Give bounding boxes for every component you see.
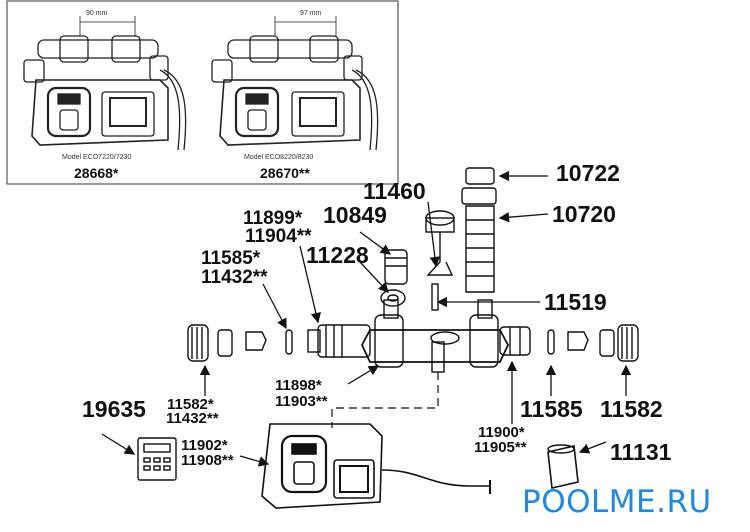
part-label-11460: 11460: [363, 178, 426, 204]
electrode-right: [499, 326, 531, 356]
remote-display: [137, 437, 177, 481]
cell-body: [360, 299, 510, 373]
inset-unit-left: [23, 16, 187, 151]
leader-lines: [101, 170, 632, 467]
part-label-11905: 11905**: [474, 439, 527, 456]
inset-unit-right: [211, 16, 379, 151]
part-label-11432-b: 11432**: [166, 410, 219, 427]
flex-hose: [461, 167, 497, 293]
part-label-11582-b: 11582: [600, 396, 663, 422]
part-label-11902: 11902*: [181, 437, 228, 454]
part-label-10722: 10722: [556, 160, 620, 186]
control-unit: [261, 423, 491, 509]
part-label-11904: 11904**: [245, 226, 312, 247]
part-label-11228: 11228: [306, 242, 369, 268]
electrode-left: [307, 324, 371, 358]
model-inset: 90 mm Model ECO7220/7230 28668* 97 mm Mo…: [6, 0, 399, 185]
part-label-11903: 11903**: [275, 393, 328, 410]
part-label-11908: 11908**: [181, 452, 234, 469]
flow-switch: [380, 210, 455, 311]
cable-route: [331, 372, 439, 428]
watermark-poolme[interactable]: POOLME.RU: [522, 484, 712, 520]
inset-model-left: Model ECO7220/7230: [62, 154, 131, 161]
part-label-11131: 11131: [610, 439, 672, 465]
part-label-11582-a: 11582*: [167, 396, 214, 413]
inset-dim-right: 97 mm: [300, 10, 322, 17]
part-label-11585-b: 11585: [520, 396, 583, 422]
part-label-10849: 10849: [323, 202, 387, 228]
exploded-parts: [137, 167, 639, 509]
union-left: [187, 324, 293, 362]
inset-code-right: 28670**: [260, 165, 310, 181]
part-label-11898: 11898*: [275, 377, 322, 394]
inset-code-left: 28668*: [74, 165, 119, 181]
inset-model-right: Model ECO8220/8230: [244, 154, 313, 161]
part-label-11585-a: 11585*: [201, 248, 261, 269]
part-label-11432-a: 11432**: [201, 267, 268, 288]
part-label-10720: 10720: [552, 201, 616, 227]
inset-dim-left: 90 mm: [86, 10, 108, 17]
union-right: [547, 324, 639, 362]
part-label-11519: 11519: [544, 289, 607, 315]
part-label-19635: 19635: [82, 396, 146, 422]
part-label-11899: 11899*: [243, 208, 303, 229]
cell-cap: [547, 444, 579, 489]
part-label-11900: 11900*: [478, 424, 525, 441]
